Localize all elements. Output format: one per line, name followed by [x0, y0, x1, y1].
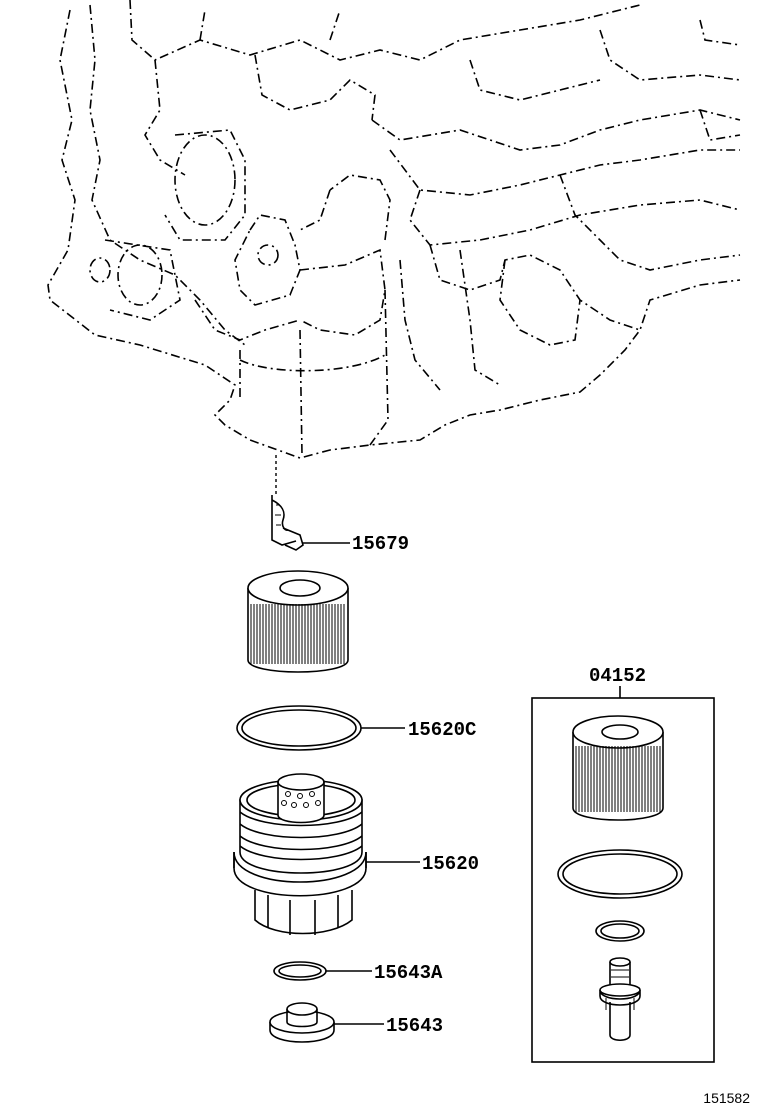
kit-box — [531, 697, 715, 1063]
label-15643A: 15643A — [374, 962, 443, 984]
diagram-reference-number: 151582 — [703, 1090, 750, 1106]
kit-element-drawing — [572, 715, 664, 821]
kit-small-ring-drawing — [595, 920, 645, 942]
drain-plug-drawing — [269, 1002, 335, 1043]
o-ring-drawing — [236, 705, 362, 751]
engine-block-outline — [47, 0, 741, 459]
label-15643: 15643 — [386, 1015, 443, 1037]
label-15620C: 15620C — [408, 719, 476, 741]
label-04152: 04152 — [589, 665, 646, 687]
filter-cap-drawing — [233, 773, 367, 935]
kit-drain-fitting-drawing — [599, 957, 641, 1042]
filter-element-drawing — [247, 570, 349, 673]
kit-o-ring-drawing — [557, 849, 683, 899]
centre-tube-holes — [281, 791, 321, 808]
label-15679: 15679 — [352, 533, 409, 555]
gasket-drawing — [273, 961, 327, 981]
label-15620: 15620 — [422, 853, 479, 875]
drain-tool-drawing — [271, 495, 304, 551]
